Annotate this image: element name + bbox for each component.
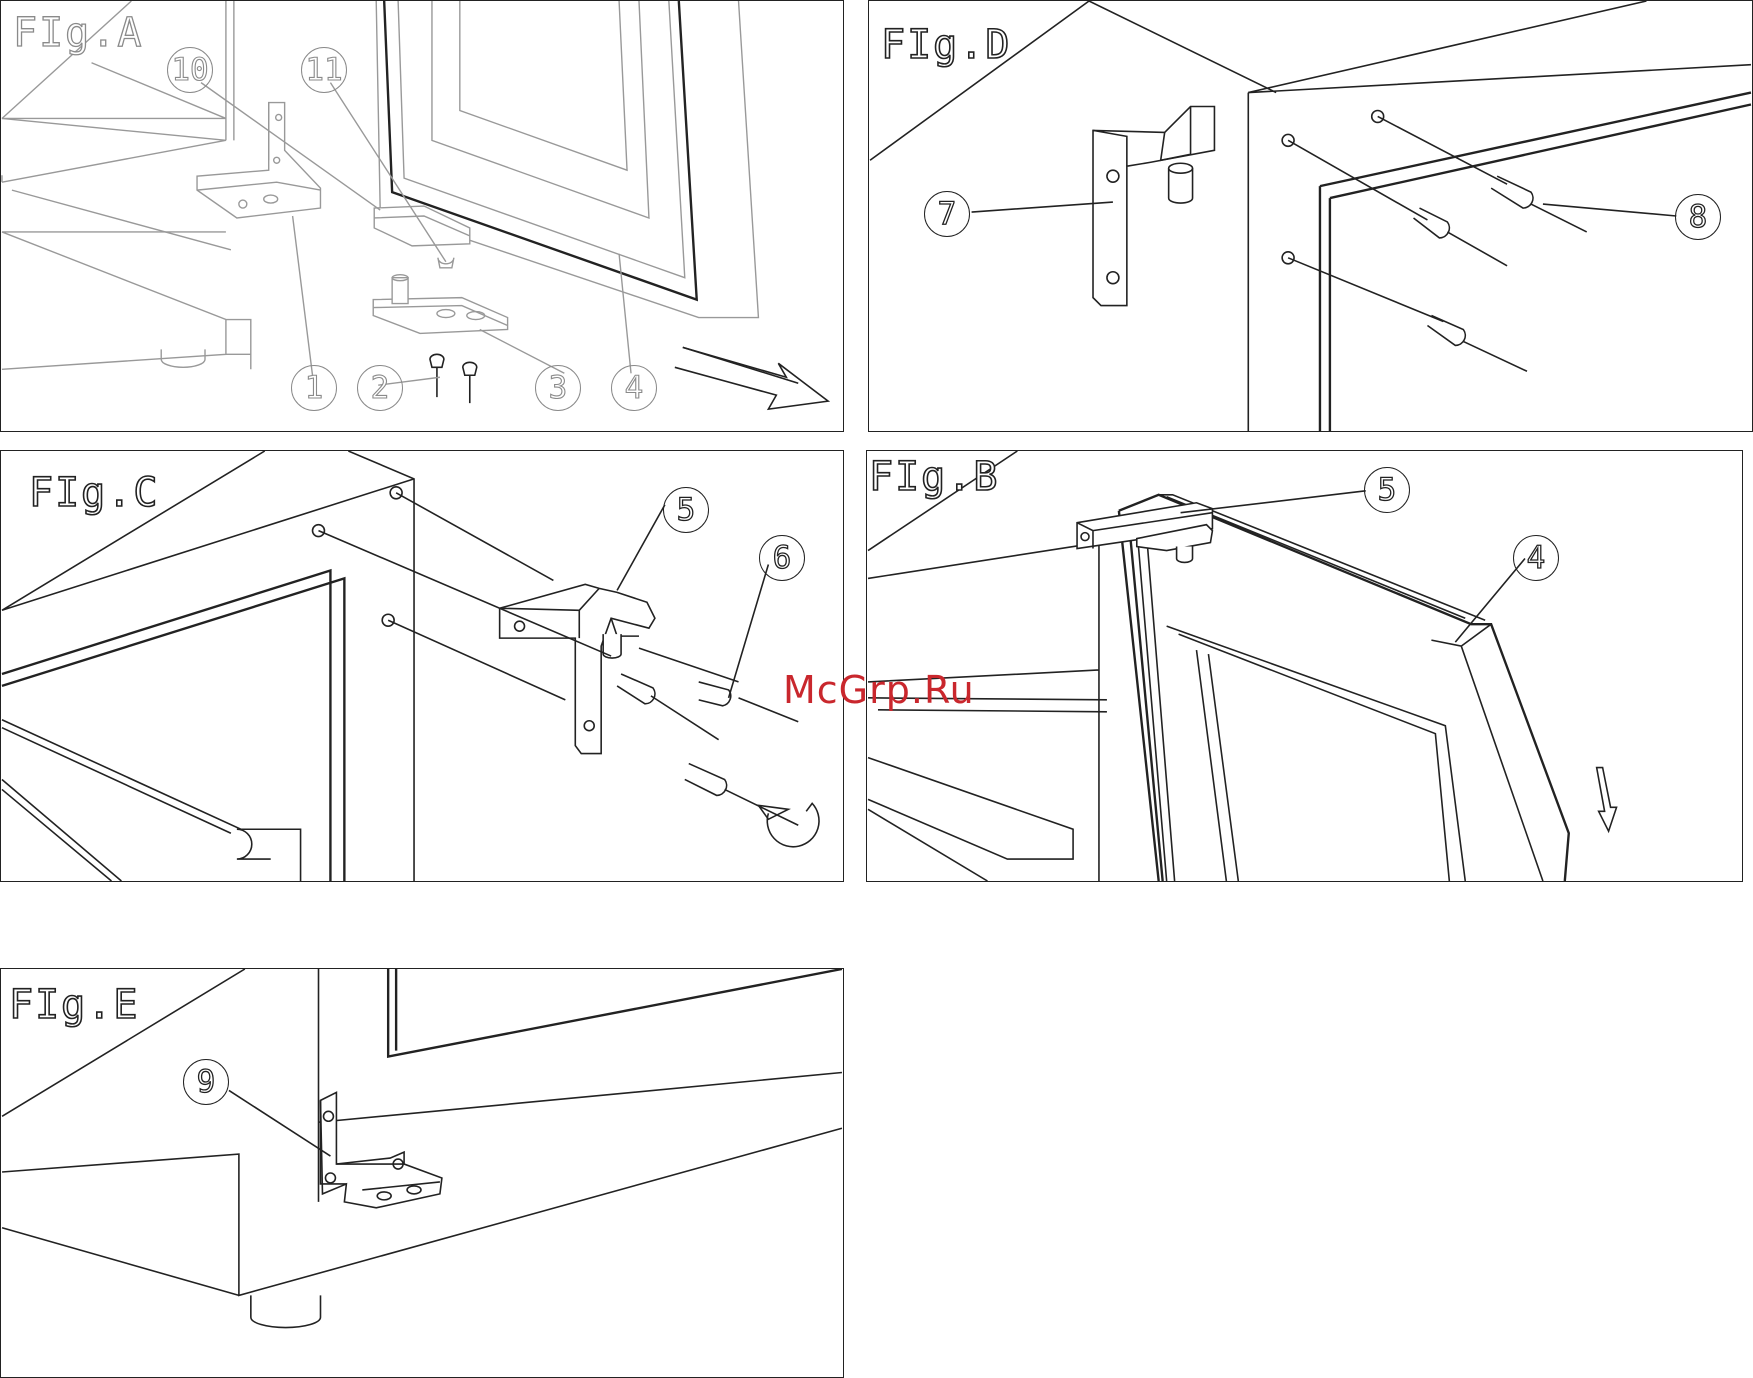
- callout-7: 7: [924, 191, 970, 237]
- callout-9: 9: [183, 1059, 229, 1105]
- callout-11: 11: [301, 47, 347, 93]
- callout-2: 2: [357, 365, 403, 411]
- figure-b-drawing: [867, 451, 1742, 881]
- callout-4-fig-b: 4: [1513, 535, 1559, 581]
- figure-a-panel: FIg.A 10 11 1 2 3 4: [0, 0, 844, 432]
- callout-10: 10: [167, 47, 213, 93]
- callout-6: 6: [759, 535, 805, 581]
- figure-a-drawing: [1, 1, 843, 431]
- figure-a-title: FIg.A: [13, 13, 143, 53]
- callout-5: 5: [663, 487, 709, 533]
- watermark-text: McGrp.Ru: [783, 668, 975, 712]
- callout-5-fig-b: 5: [1364, 467, 1410, 513]
- figure-e-drawing: [1, 969, 843, 1377]
- callout-8: 8: [1675, 194, 1721, 240]
- figure-e-panel: FIg.E 9: [0, 968, 844, 1378]
- figure-b-panel: FIg.B 5 4: [866, 450, 1743, 882]
- figure-c-panel: FIg.C 5 6: [0, 450, 844, 882]
- callout-1: 1: [291, 365, 337, 411]
- figure-d-title: FIg.D: [881, 25, 1011, 65]
- figure-e-title: FIg.E: [9, 985, 139, 1025]
- figure-c-title: FIg.C: [29, 473, 159, 513]
- figure-d-panel: FIg.D 7 8: [868, 0, 1753, 432]
- figure-b-title: FIg.B: [869, 457, 999, 497]
- callout-4: 4: [611, 365, 657, 411]
- callout-3: 3: [535, 365, 581, 411]
